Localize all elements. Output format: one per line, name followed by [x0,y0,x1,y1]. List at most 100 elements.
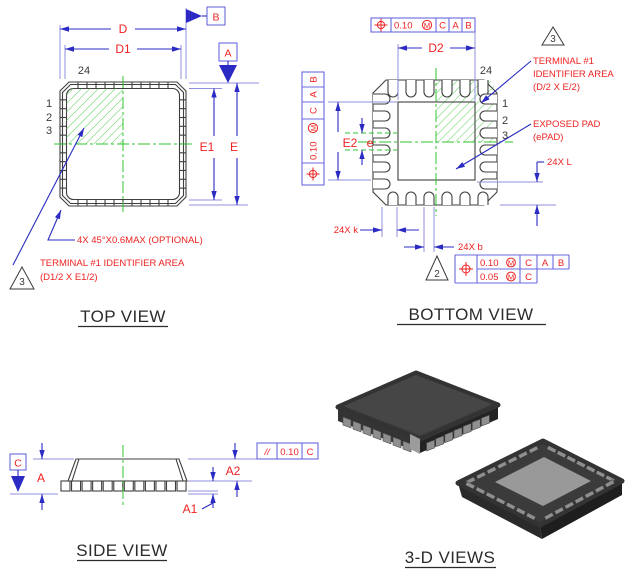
datum-a-label: A [224,48,231,60]
pin1-chamfer-marker [410,434,420,454]
epad-note-line1: EXPOSED PAD [533,119,601,130]
dim-D1: D1 [64,42,182,79]
position-symbol-icon [306,167,320,181]
side-view-package-profile [60,458,188,492]
terminal1-note-line2: (D1/2 X E1/2) [40,272,98,283]
fcf-top: 0.10 M C A B [370,17,476,33]
side-view-title: SIDE VIEW [76,541,167,560]
dim-E1: E1 [189,88,222,201]
note-flag-3-label: 3 [550,34,556,45]
fcf-bottom-row2-tolerance: 0.05 [480,272,499,283]
mmc-modifier-icon: M [506,257,516,268]
terminal1-note-line2: IDENTIFIER AREA [533,69,614,80]
dim-A-label: A [37,471,45,485]
pin-2-label: 2 [46,112,52,124]
mmc-modifier-icon: M [506,271,516,282]
dim-E1-label: E1 [200,140,215,154]
fcf-bottom-row1-ref3: B [558,258,564,269]
parallelism-symbol: // [263,447,271,458]
datum-c-symbol: C [9,453,27,492]
fcf-parallelism-ref: C [307,447,314,458]
chip-3d-top [335,370,501,454]
note-flag-3: 3 [541,26,565,46]
exposed-pad-3d [495,457,591,506]
datum-a-symbol: A [218,42,238,83]
fcf-left-ref3: B [309,76,320,82]
dim-A2-label: A2 [226,464,241,478]
fcf-left: 0.10 M C A B [301,71,325,186]
dim-k-label: 24X k [334,225,359,236]
exposed-pad-leader [455,123,532,170]
dim-L-label: 24X L [547,157,572,168]
terminal1-leader [12,127,85,266]
fcf-bottom-row2-ref1: C [525,272,532,283]
terminal1-leader [480,60,532,104]
fcf-top-ref3: B [465,21,471,32]
dim-A1-label: A1 [183,502,198,516]
terminal1-identifier-hatch [66,88,123,144]
chamfer-note-leader [47,209,75,241]
dim-L: 24X L [477,157,572,226]
dim-D1-label: D1 [115,42,131,56]
pin-24-label: 24 [78,65,90,77]
note-flag-3: 3 [9,265,35,290]
fcf-bottom-row1-ref2: A [542,258,549,269]
epad-note-line2: (ePAD) [533,132,563,143]
fcf-parallelism-tolerance: 0.10 [280,447,299,458]
dim-A: A [37,443,45,510]
terminal-tick-marks [60,82,186,206]
mmc-modifier-icon: M [421,19,433,31]
dim-D: D [59,8,187,79]
side-view: C A A2 A1 // 0.10 C SIDE VIEW [9,442,319,562]
fcf-top-ref1: C [439,21,446,32]
side-view-leads [60,480,187,492]
pin-1-label: 1 [46,98,52,110]
svg-text:M: M [508,273,514,282]
fcf-left-tolerance: 0.10 [309,142,320,161]
datum-b-symbol: B [186,6,226,26]
position-symbol-icon [374,18,388,32]
pin-3-label: 3 [46,125,52,137]
pin-3-label: 3 [502,130,508,142]
fcf-parallelism: // 0.10 C [256,442,319,460]
position-symbol-icon [459,262,473,276]
bottom-view: 0.10 M C A B 0.10 M C A B [301,17,614,326]
terminal1-note-line1: TERMINAL #1 IDENTIFIER AREA [40,258,185,269]
dim-E2: E2 [328,101,397,181]
fcf-left-ref2: A [309,91,320,98]
fcf-bottom: 0.10 M C A B 0.05 M C [454,254,570,284]
center-lines [345,68,513,216]
chamfer-note: 4X 45°X0.6MAX (OPTIONAL) [77,235,203,246]
terminal1-note-line1: TERMINAL #1 [533,56,594,67]
fcf-left-ref1: C [309,107,320,114]
fcf-top-tolerance: 0.10 [394,21,413,32]
dim-k: 24X k [334,207,419,237]
pin-2-label: 2 [502,115,508,127]
fcf-top-ref2: A [452,21,459,32]
dim-e-pitch: e [359,118,374,165]
center-lines [54,76,192,212]
svg-text:M: M [508,259,514,268]
dim-e-label: e [367,136,374,150]
chip-3d-top-pads [342,414,490,453]
fcf-left-tolerance-group: 0.10 M [307,122,320,161]
dim-E-label: E [230,140,238,154]
chip-3d-bottom-pads [464,445,616,521]
dim-D-label: D [119,22,128,36]
svg-text:M: M [309,125,318,131]
note-flag-2-label: 2 [434,269,440,280]
fcf-bottom-row1-tolerance: 0.10 [480,258,499,269]
dim-A1: A1 [183,467,216,516]
pin-1-label: 1 [502,98,508,110]
note-flag-2: 2 [425,254,449,281]
dim-b: 24X b [404,207,483,253]
dim-b-label: 24X b [458,242,483,253]
svg-text:M: M [424,21,430,30]
dim-D2: D2 [397,32,476,102]
datum-c-label: C [14,458,22,470]
dim-A2: A2 [226,443,241,497]
chip-3d-bottom [455,438,625,539]
top-view-title: TOP VIEW [80,307,166,326]
three-d-views-title: 3-D VIEWS [405,548,496,567]
